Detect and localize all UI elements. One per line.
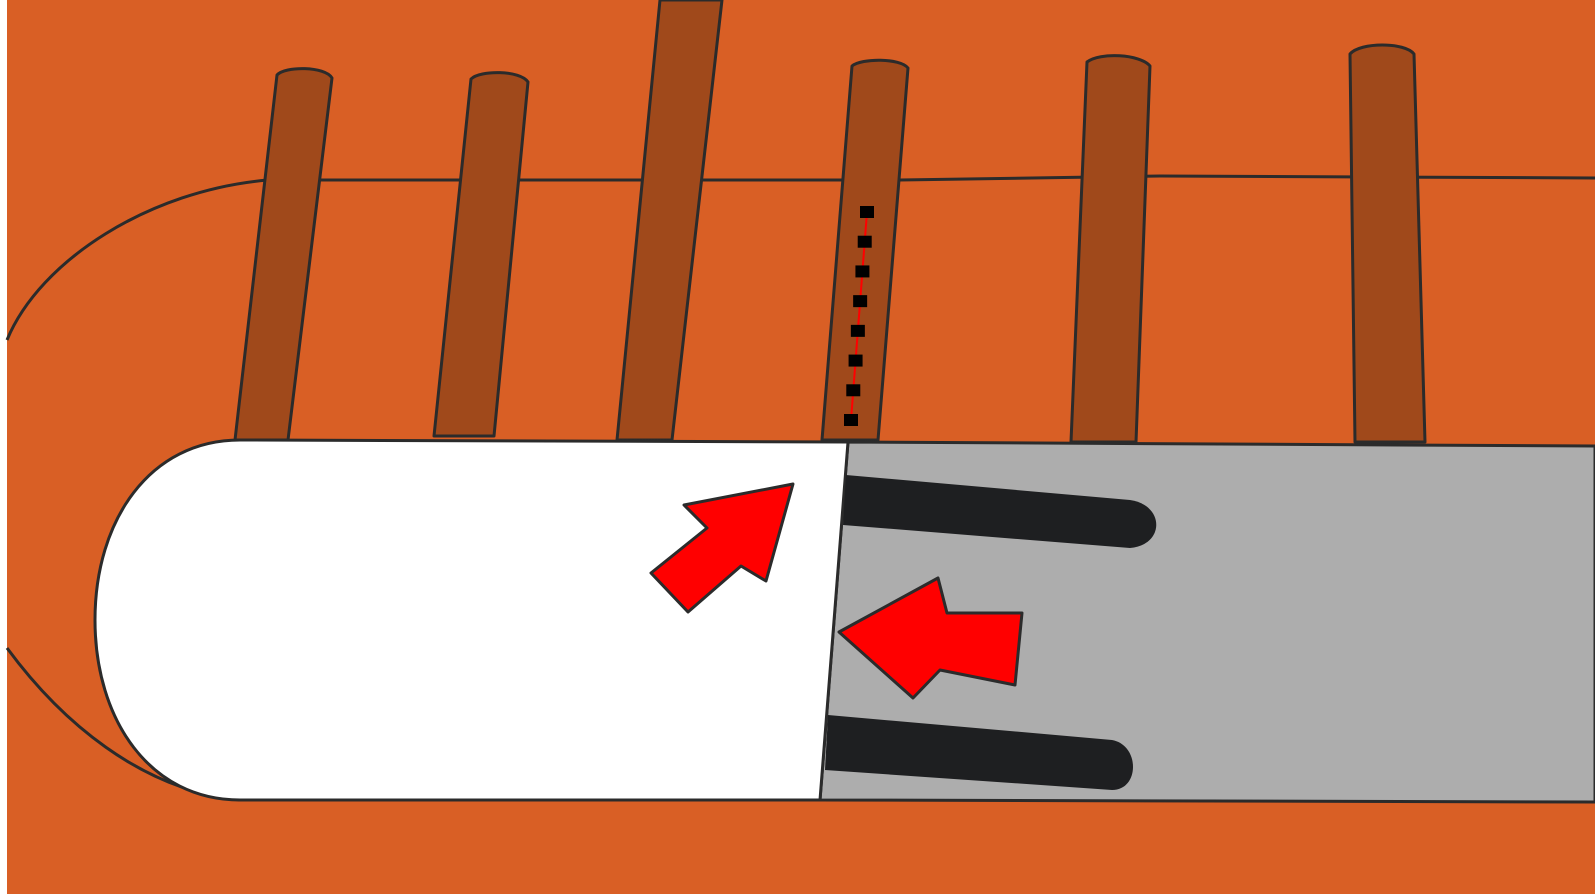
- post-5: [1069, 54, 1152, 444]
- marker-dash: [846, 384, 861, 397]
- upper-rail-line: [5, 174, 1595, 341]
- marker-dash: [855, 265, 870, 278]
- marker-dash: [850, 324, 865, 337]
- marker-dash: [848, 354, 863, 367]
- marker-dash: [857, 235, 872, 248]
- marker-dash: [860, 206, 874, 218]
- marker-dash: [853, 295, 868, 308]
- arrow-left-icon: [837, 576, 1024, 700]
- post-1: [233, 67, 334, 442]
- upper-slot: [843, 475, 1157, 548]
- marker-dash: [844, 414, 858, 426]
- lower-slot: [825, 715, 1133, 790]
- dashed-marker-line: [844, 206, 874, 426]
- post-6: [1348, 43, 1427, 444]
- white-rounded-nose: [93, 438, 850, 802]
- post-2: [432, 71, 530, 438]
- arrow-up-right-icon: [649, 482, 795, 614]
